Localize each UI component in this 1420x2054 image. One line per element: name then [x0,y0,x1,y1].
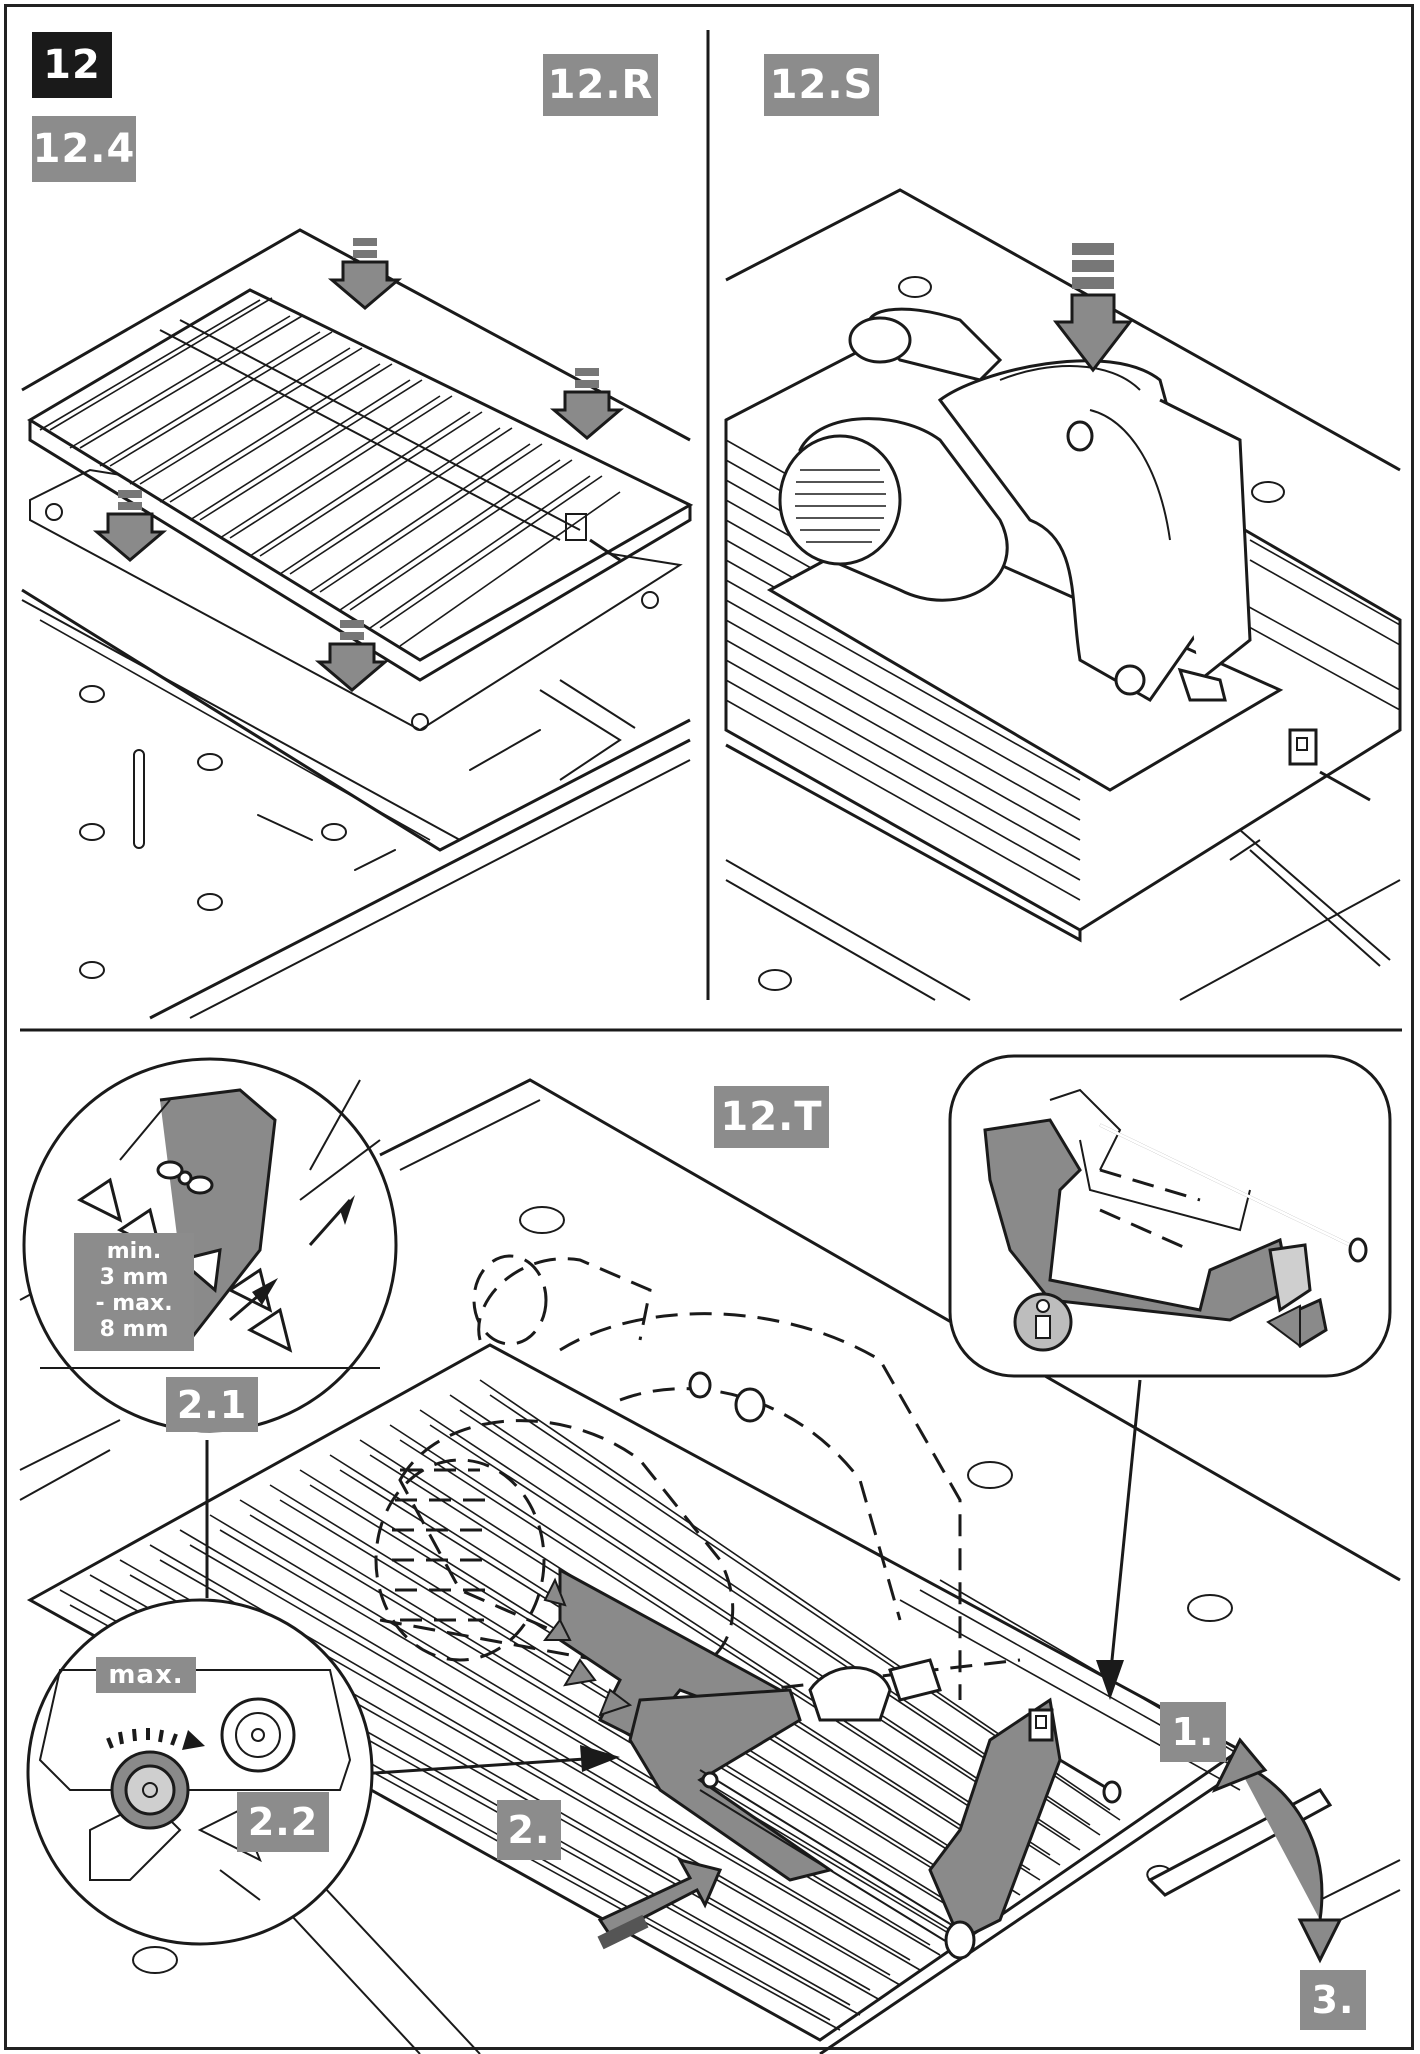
info-callout-bracket [948,1054,1392,1378]
step-3-label: 3. [1300,1970,1366,2030]
clearance-spec: min. 3 mm - max. 8 mm [74,1233,194,1351]
panel-label-12t: 12.T [714,1086,829,1148]
down-arrow-12s [1052,243,1134,373]
clearance-line-2: 3 mm [99,1265,169,1290]
clearance-line-1: min. [106,1239,162,1264]
detail-circle-depth-setting [26,1598,374,1946]
step-label: 12.4 [32,116,136,182]
panel-label-12s: 12.S [764,54,879,116]
clearance-line-3: - max. [95,1291,173,1316]
down-arrows-12r [92,238,625,692]
step-2-label: 2. [497,1800,561,1860]
figure-number: 12 [32,32,112,98]
panel-12t-drawing [19,1078,1401,2054]
step-1-label: 1. [1160,1702,1226,1762]
panel-12s-drawing [724,188,1402,1001]
panel-label-12r: 12.R [543,54,658,116]
max-label: max. [96,1657,196,1693]
detail-label-2-1: 2.1 [166,1377,258,1432]
clearance-line-4: 8 mm [99,1317,169,1342]
panel-12r-drawing [21,228,694,1020]
detail-label-2-2: 2.2 [237,1792,329,1852]
